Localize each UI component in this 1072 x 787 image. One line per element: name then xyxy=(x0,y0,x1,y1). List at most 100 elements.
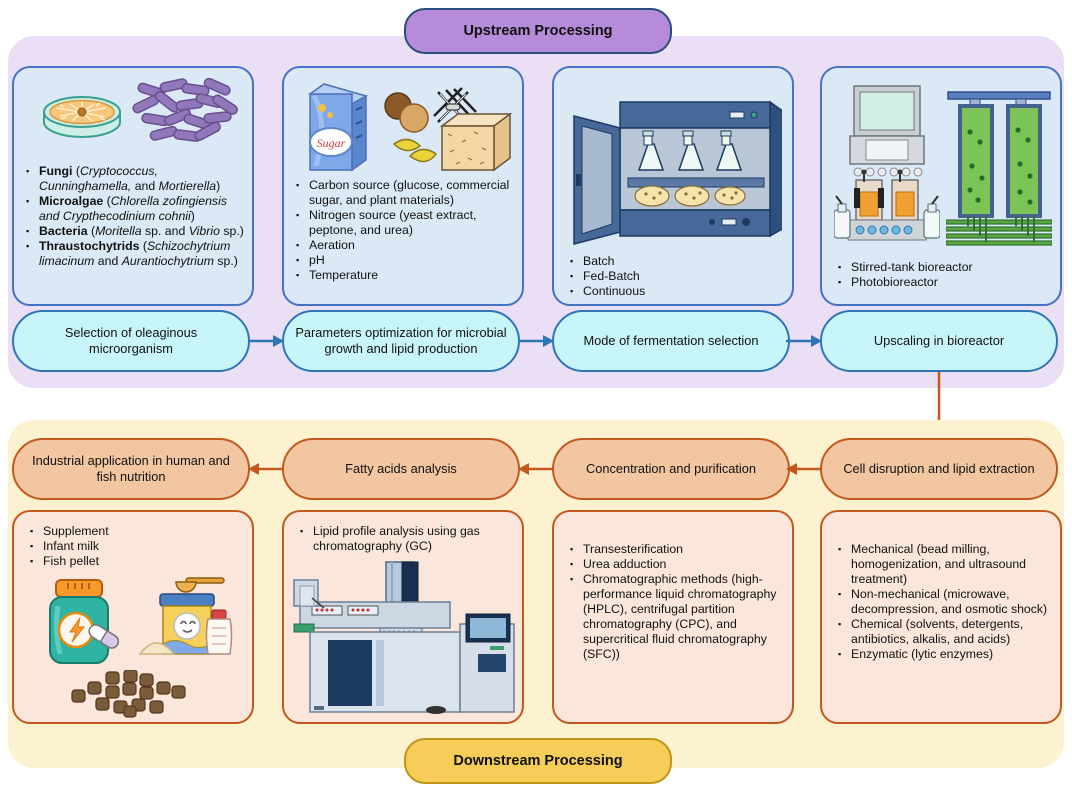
parameters-list: ▪Carbon source (glucose, commercial suga… xyxy=(296,178,514,283)
bullet-item: ▪ Batch xyxy=(570,254,780,269)
bullet-text: Fish pellet xyxy=(43,554,100,568)
upstream-banner-label: Upstream Processing xyxy=(463,23,613,39)
step-fatty-acids-analysis: Fatty acids analysis xyxy=(282,438,520,500)
bullet-marker-icon: ▪ xyxy=(30,526,34,536)
downstream-banner-label: Downstream Processing xyxy=(453,753,623,769)
bullet-marker-icon: ▪ xyxy=(26,196,30,206)
bullet-text: Supplement xyxy=(43,524,109,538)
gc-analysis-list: ▪Lipid profile analysis using gas chroma… xyxy=(300,524,510,554)
incubator-shaker-icon xyxy=(564,82,785,251)
bullet-item: ▪ Urea adduction xyxy=(570,557,782,572)
bullet-text: Temperature xyxy=(309,268,379,282)
infant-formula-icon xyxy=(138,570,238,675)
bullet-marker-icon: ▪ xyxy=(838,262,842,272)
bullet-marker-icon: ▪ xyxy=(570,544,574,554)
arrow-left-icon xyxy=(248,463,284,475)
bullet-item: ▪ Nitrogen source (yeast extract, peptone… xyxy=(296,208,514,238)
arrow-right-icon xyxy=(518,335,554,347)
applications-box: ▪ Supplement ▪ Infant milk ▪ Fish pellet xyxy=(12,510,254,724)
microorganisms-list: ▪Fungi (Cryptococcus, Cunninghamella, an… xyxy=(26,164,244,269)
bullet-text: Thraustochytrids (Schizochytrium limacin… xyxy=(39,239,238,268)
fish-pellets-icon xyxy=(66,669,196,723)
bullet-marker-icon: ▪ xyxy=(838,544,842,554)
bullet-item: ▪ Temperature xyxy=(296,268,514,283)
step-label: Industrial application in human and fish… xyxy=(32,453,230,484)
bullet-text: Continuous xyxy=(583,284,646,298)
purification-box: ▪Transesterification▪Urea adduction▪Chro… xyxy=(552,510,794,724)
bullet-marker-icon: ▪ xyxy=(570,559,574,569)
applications-list: ▪ Supplement ▪ Infant milk ▪ Fish pellet xyxy=(30,524,240,569)
bullet-item: ▪ Supplement xyxy=(30,524,240,539)
step-label: Mode of fermentation selection xyxy=(583,333,759,348)
bullet-item: ▪Carbon source (glucose, commercial suga… xyxy=(296,178,514,208)
step-label: Concentration and purification xyxy=(585,461,757,476)
bullet-text: Urea adduction xyxy=(583,557,667,571)
bullet-marker-icon: ▪ xyxy=(838,619,842,629)
step-selection-of-microorganism: Selection of oleaginous microorganism xyxy=(12,310,250,372)
bullet-marker-icon: ▪ xyxy=(296,255,300,265)
bullet-text: Fed-Batch xyxy=(583,269,640,283)
downstream-banner: Downstream Processing xyxy=(404,738,672,784)
bullet-item: ▪ Mechanical (bead milling, homogenizatio… xyxy=(838,542,1050,587)
supplement-bottle-icon xyxy=(42,574,130,675)
bullet-item: ▪Fungi (Cryptococcus, Cunninghamella, an… xyxy=(26,164,244,194)
gc-analysis-box: ▪Lipid profile analysis using gas chroma… xyxy=(282,510,524,724)
bullet-text: Chemical (solvents, detergents, antibiot… xyxy=(851,617,1024,646)
bullet-marker-icon: ▪ xyxy=(570,574,574,584)
bullet-text: Mechanical (bead milling, homogenization… xyxy=(851,542,1027,586)
bullet-marker-icon: ▪ xyxy=(26,166,30,176)
parameters-box: Sugar xyxy=(282,66,524,306)
bullet-item: ▪ Chemical (solvents, detergents, antibio… xyxy=(838,617,1050,647)
arrow-left-icon xyxy=(518,463,554,475)
step-label: Fatty acids analysis xyxy=(345,461,457,476)
sugar-box-icon: Sugar xyxy=(300,76,374,181)
microbial-culture-icon xyxy=(130,77,242,155)
bullet-marker-icon: ▪ xyxy=(26,226,30,236)
fermentation-box: ▪ Batch ▪ Fed-Batch ▪ Continuous xyxy=(552,66,794,306)
step-concentration-purification: Concentration and purification xyxy=(552,438,790,500)
fermentation-list: ▪ Batch ▪ Fed-Batch ▪ Continuous xyxy=(570,254,780,299)
arrow-left-icon xyxy=(786,463,822,475)
bullet-marker-icon: ▪ xyxy=(26,241,30,251)
bullet-marker-icon: ▪ xyxy=(296,180,300,190)
bullet-marker-icon: ▪ xyxy=(570,256,574,266)
photobioreactor-icon xyxy=(945,80,1053,255)
bullet-marker-icon: ▪ xyxy=(838,649,842,659)
bullet-text: Infant milk xyxy=(43,539,100,553)
bullet-marker-icon: ▪ xyxy=(30,556,34,566)
step-label: Selection of oleaginous microorganism xyxy=(64,325,198,356)
bullet-marker-icon: ▪ xyxy=(296,270,300,280)
bullet-text: Non-mechanical (microwave, decompression… xyxy=(851,587,1048,616)
plant-materials-icon xyxy=(376,84,516,181)
bullet-marker-icon: ▪ xyxy=(570,271,574,281)
step-cell-disruption: Cell disruption and lipid extraction xyxy=(820,438,1058,500)
bullet-item: ▪ Infant milk xyxy=(30,539,240,554)
bullet-marker-icon: ▪ xyxy=(296,210,300,220)
bullet-text: Transesterification xyxy=(583,542,684,556)
bullet-marker-icon: ▪ xyxy=(30,541,34,551)
bullet-item: ▪Aeration xyxy=(296,238,514,253)
step-upscaling-bioreactor: Upscaling in bioreactor xyxy=(820,310,1058,372)
bullet-marker-icon: ▪ xyxy=(296,240,300,250)
bullet-text: pH xyxy=(309,253,325,267)
bullet-item: ▪ Fed-Batch xyxy=(570,269,780,284)
arrow-right-icon xyxy=(248,335,284,347)
bullet-item: ▪Bacteria (Moritella sp. and Vibrio sp.) xyxy=(26,224,244,239)
bullet-text: Photobioreactor xyxy=(851,275,938,289)
bullet-item: ▪ Thraustochytrids (Schizochytrium limaci… xyxy=(26,239,244,269)
bioreactor-list: ▪Stirred-tank bioreactor▪Photobioreactor xyxy=(838,260,1048,290)
bullet-marker-icon: ▪ xyxy=(570,286,574,296)
bullet-text: Microalgae (Chlorella zofingiensis and C… xyxy=(39,194,227,223)
bullet-text: Stirred-tank bioreactor xyxy=(851,260,973,274)
upstream-banner: Upstream Processing xyxy=(404,8,672,54)
bullet-text: Lipid profile analysis using gas chromat… xyxy=(313,524,480,553)
bullet-text: Nitrogen source (yeast extract, peptone,… xyxy=(309,208,477,237)
bullet-item: ▪ Fish pellet xyxy=(30,554,240,569)
bullet-item: ▪ pH xyxy=(296,253,514,268)
petri-dish-icon xyxy=(36,82,128,153)
bullet-text: Batch xyxy=(583,254,615,268)
step-parameters-optimization: Parameters optimization for microbial gr… xyxy=(282,310,520,372)
bullet-item: ▪ Transesterification xyxy=(570,542,782,557)
step-mode-of-fermentation: Mode of fermentation selection xyxy=(552,310,790,372)
